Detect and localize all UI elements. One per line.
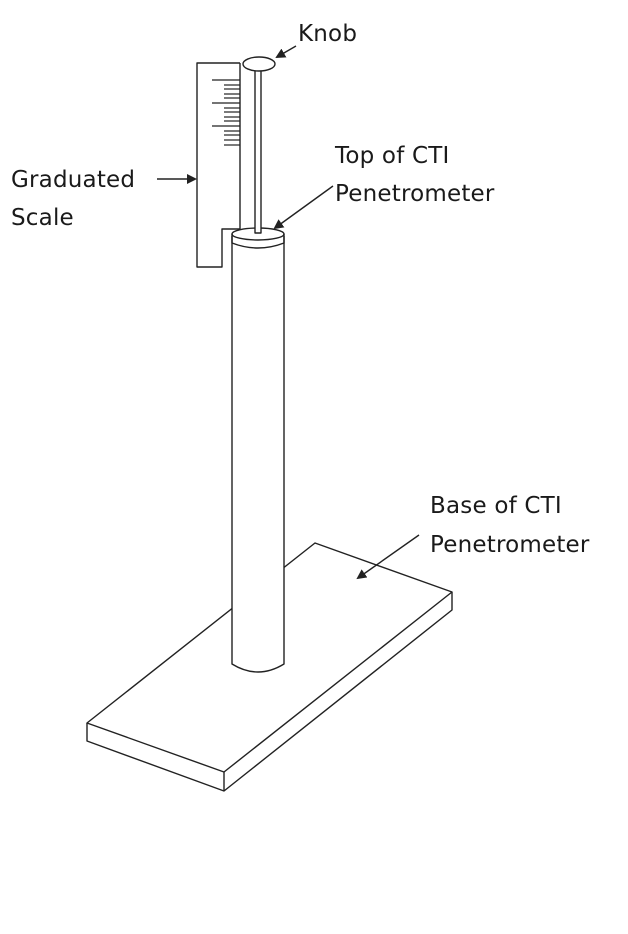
base-arrow [356,534,420,580]
label-graduated-scale-line1: Graduated [11,167,136,193]
tube-cylinder [231,227,285,673]
knob-shape [242,56,276,72]
label-top-line1: Top of CTI [335,143,450,169]
label-knob: Knob [298,21,358,47]
label-top-line2: Penetrometer [335,181,495,207]
label-graduated-scale-line2: Scale [11,205,74,231]
rod [254,69,262,234]
knob-arrow [275,45,297,59]
top-arrow [273,185,334,230]
label-base-line1: Base of CTI [430,493,562,519]
label-base-line2: Penetrometer [430,532,590,558]
graduated-scale [196,62,241,268]
